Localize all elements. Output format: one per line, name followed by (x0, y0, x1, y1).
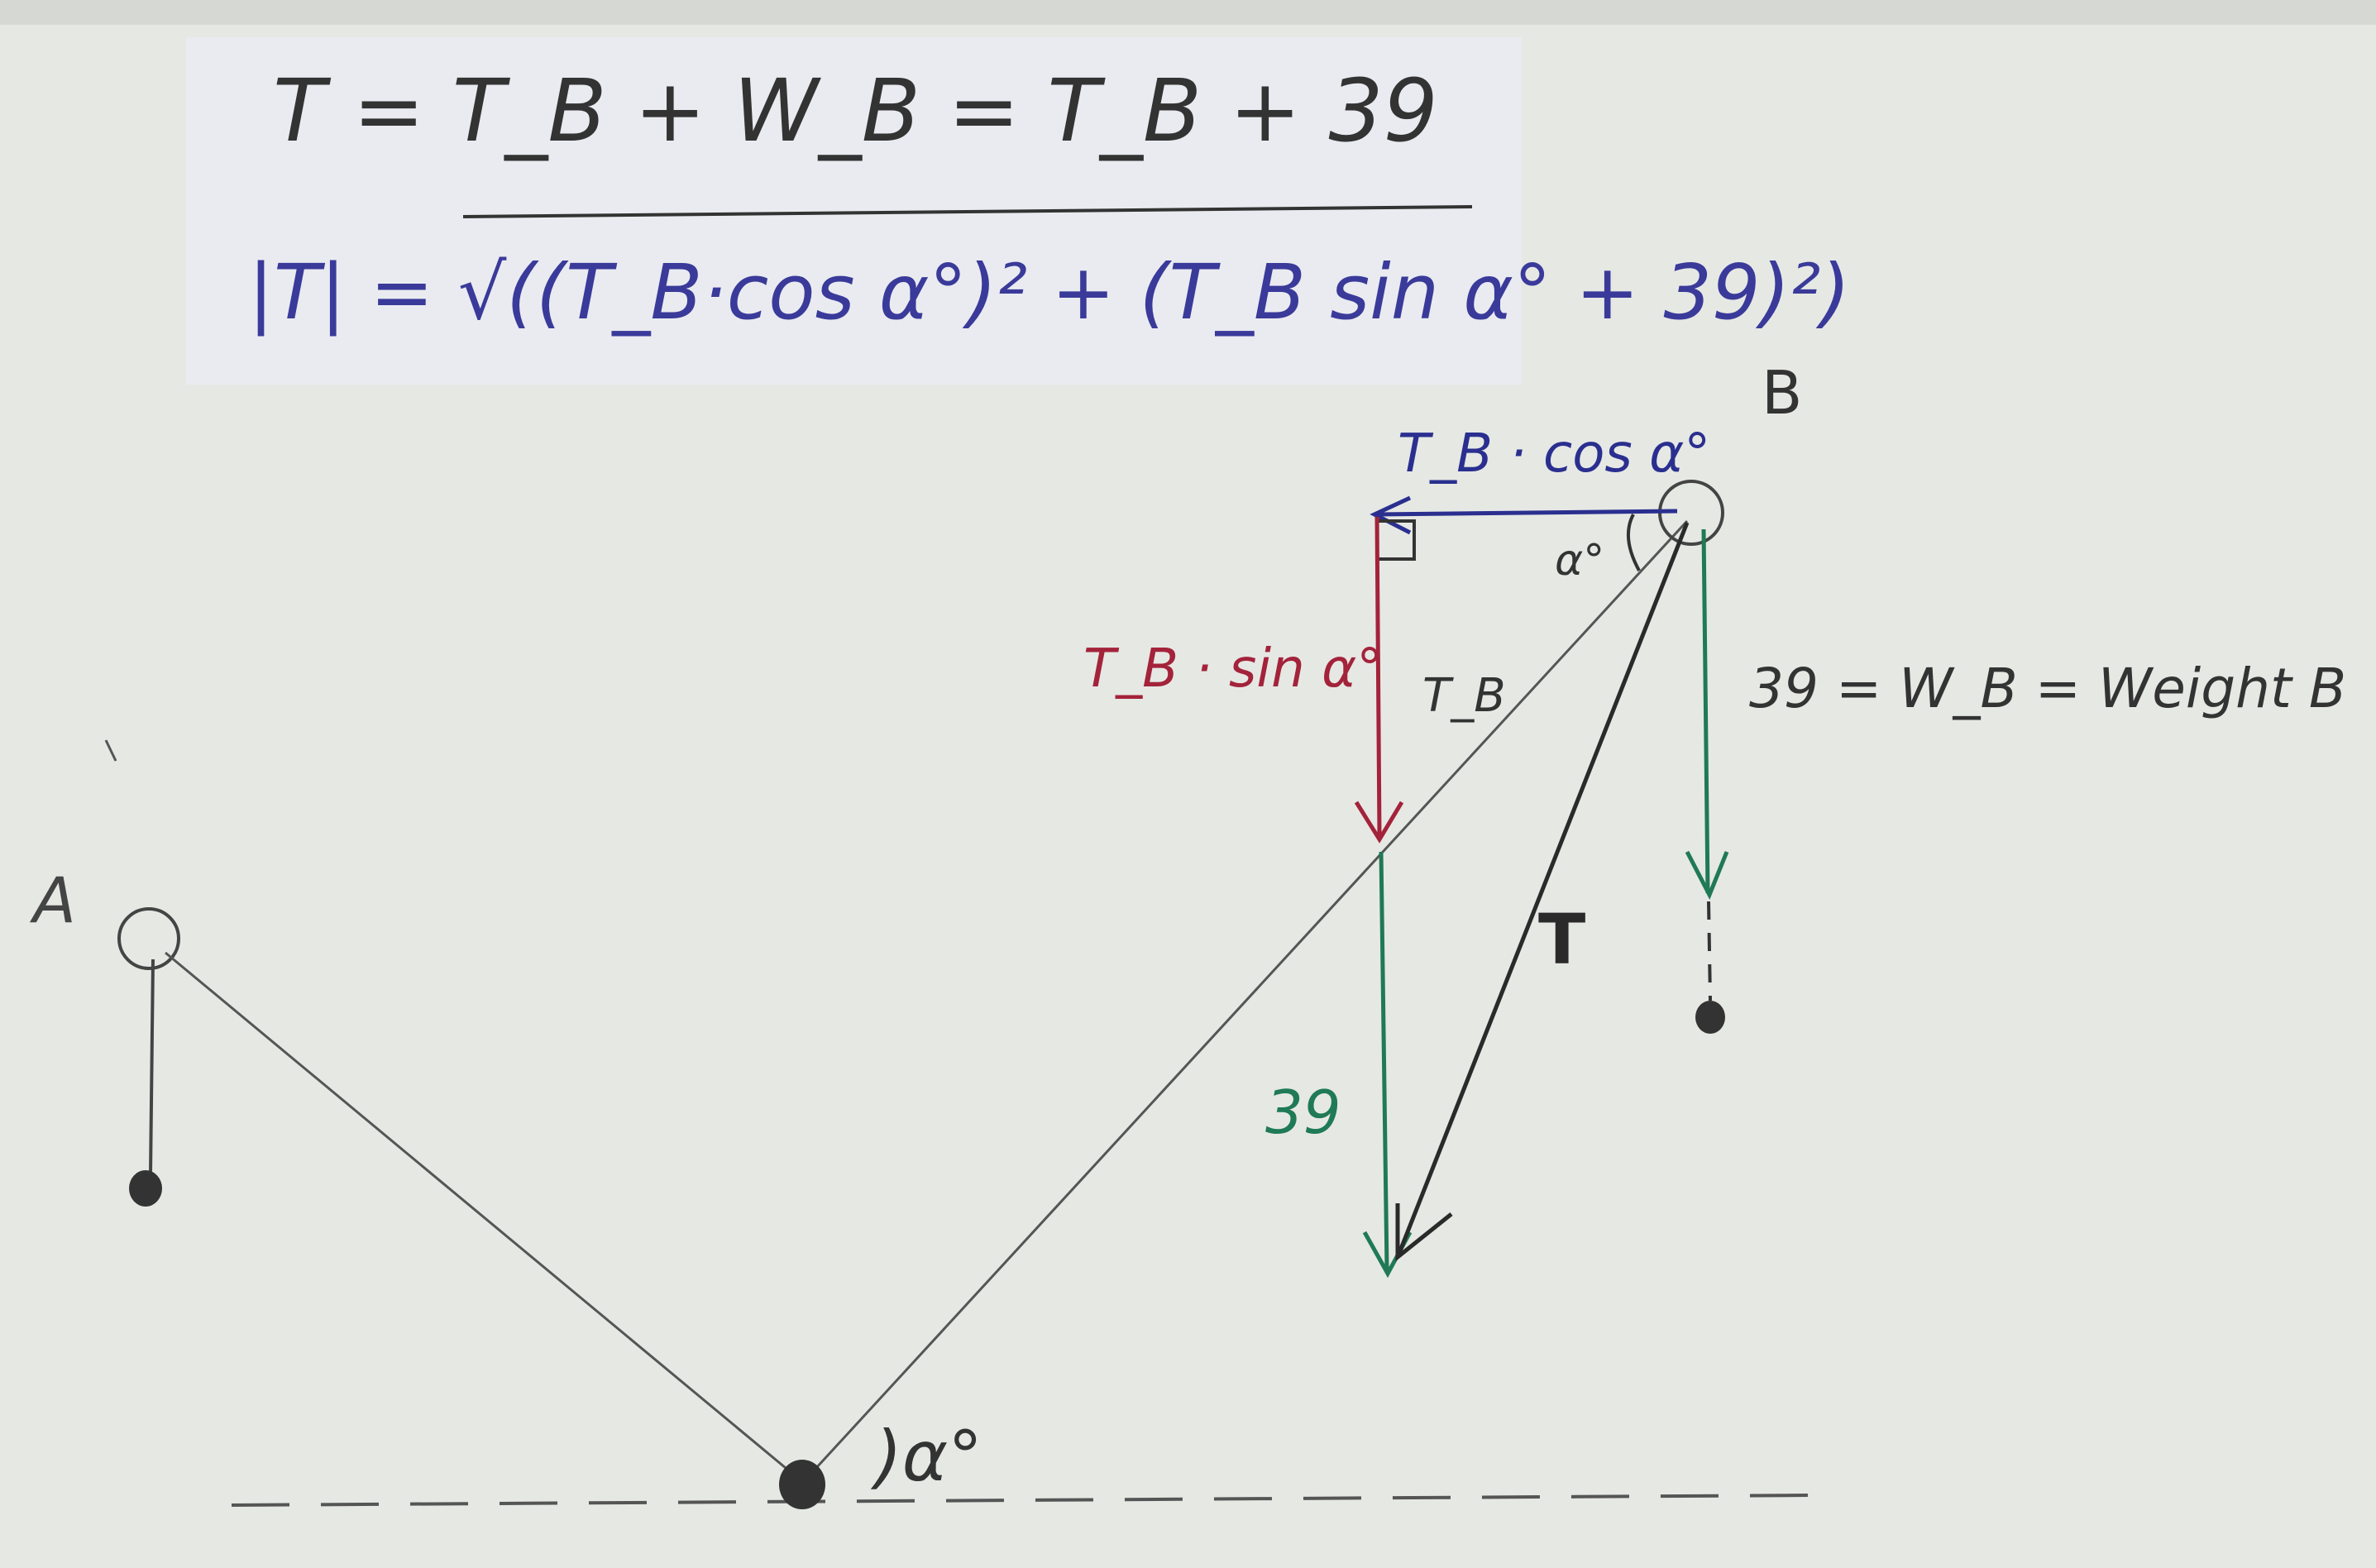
angle-bottom-label: )α° (870, 1416, 982, 1497)
weight-magnitude-label: 39 (1265, 1078, 1341, 1147)
stray-mark (104, 739, 117, 762)
resultant-label: T (1538, 899, 1585, 980)
weight-vector-b (1701, 528, 1710, 894)
angle-b-arc (1626, 514, 1641, 571)
vertical-component-head (1354, 801, 1404, 844)
resultant-vector-head (1395, 1203, 1453, 1262)
vertical-component-label: T_B · sin α° (1083, 638, 1383, 700)
weight-b-dash (1707, 901, 1712, 1002)
horizontal-component-label: T_B · cos α° (1398, 423, 1710, 485)
bottom-mass (779, 1460, 825, 1509)
weight-b (1695, 1001, 1725, 1034)
weight-vector-b-head (1685, 850, 1729, 900)
weight-vector-39 (1379, 851, 1389, 1270)
paper-shadow-strip (0, 0, 2376, 25)
resultant-vector (1397, 522, 1690, 1254)
weight-definition-label: 39 = W_B = Weight B (1749, 657, 2346, 720)
hanging-string-a (149, 958, 155, 1175)
vertical-component-vector (1374, 516, 1382, 836)
tension-b-label: T_B (1422, 669, 1506, 723)
angle-b-label: α° (1555, 536, 1604, 586)
point-a-label: A (29, 863, 76, 937)
equation-panel (186, 37, 1522, 385)
point-b-label: B (1762, 358, 1802, 428)
horizontal-component-head (1370, 495, 1412, 535)
right-angle-mark (1377, 519, 1416, 561)
horizontal-component-vector (1376, 509, 1678, 517)
string-a-to-bottom (165, 951, 801, 1482)
string-bottom-to-b (805, 519, 1689, 1480)
equation-line-1: T = T_B + W_B = T_B + 39 (273, 60, 1438, 161)
pulley-a (117, 907, 180, 970)
weight-a (129, 1170, 162, 1207)
equation-line-2: |T| = √((T_B·cos α°)² + (T_B sin α° + 39… (248, 248, 1850, 337)
sqrt-overbar (462, 205, 1473, 218)
